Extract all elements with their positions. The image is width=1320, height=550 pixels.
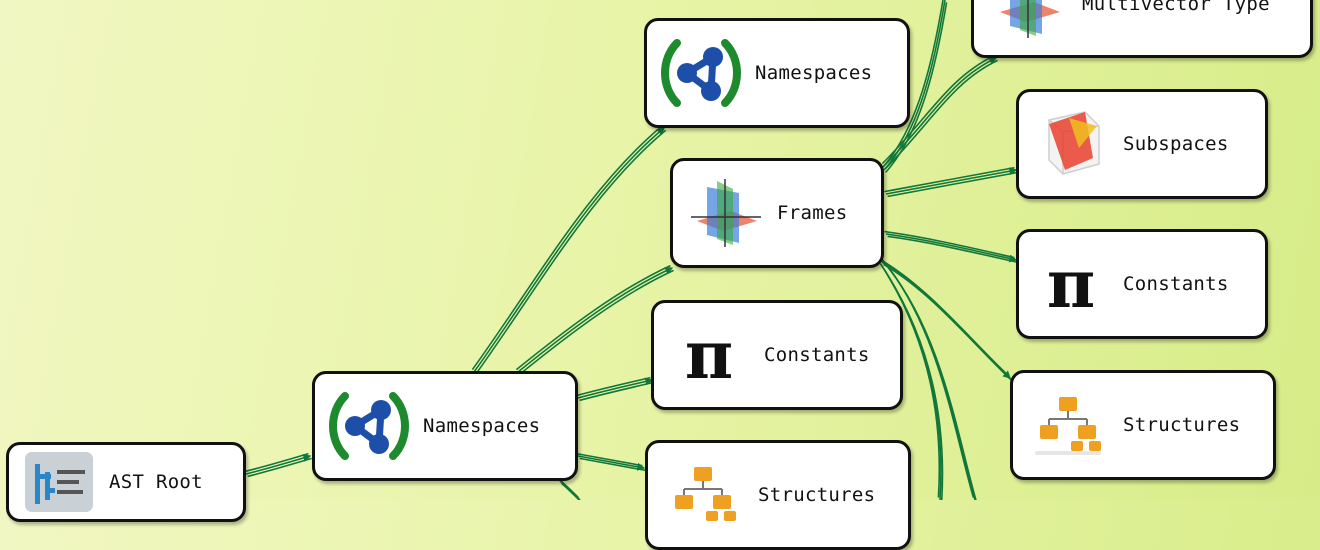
namespace-molecule-icon <box>315 388 423 464</box>
edge-namespaces-to-constants <box>576 376 651 397</box>
edge-frames-to-constants <box>885 233 1018 263</box>
node-namespaces-child[interactable]: Namespaces <box>644 18 910 128</box>
edge-frames-to-subspaces <box>884 166 1015 193</box>
frame-planes-icon <box>673 177 777 249</box>
edge-layer <box>244 0 1018 500</box>
subspace-cube-icon <box>1019 108 1123 180</box>
node-label: Structures <box>1123 414 1241 436</box>
edge-namespaces-to-frames <box>517 267 674 373</box>
node-ast-root[interactable]: AST Root <box>6 442 246 522</box>
node-label: AST Root <box>109 471 203 493</box>
node-subspaces[interactable]: Subspaces <box>1016 89 1268 199</box>
node-constants-right[interactable]: π Constants <box>1016 229 1268 339</box>
node-label: Namespaces <box>423 415 541 437</box>
node-constants-mid[interactable]: π Constants <box>651 300 903 410</box>
edge-frames-to-offscreen-a <box>882 267 944 500</box>
node-structures-right[interactable]: Structures <box>1010 370 1276 480</box>
structure-hierarchy-icon <box>1013 395 1123 455</box>
multivector-planes-icon <box>974 0 1082 40</box>
structure-hierarchy-icon <box>648 465 758 525</box>
node-label: Constants <box>1123 273 1229 295</box>
edge-namespaces-to-namespaces-child <box>471 124 663 371</box>
node-multivector-type[interactable]: Multivector Type <box>971 0 1313 58</box>
edge-frames-to-subspaces <box>887 171 1018 198</box>
pi-icon: π <box>684 316 734 394</box>
node-label: Subspaces <box>1123 133 1229 155</box>
edge-ast-to-namespaces <box>245 454 312 475</box>
edge-frames-to-offscreen-b <box>884 263 977 500</box>
edge-frames-to-constants <box>887 235 1018 264</box>
edge-ast-to-namespaces <box>247 457 312 478</box>
edge-namespaces-to-offscreen <box>561 482 581 500</box>
edge-frames-to-structures <box>883 263 1013 381</box>
namespace-molecule-icon <box>647 35 755 111</box>
edge-frames-to-multivector-b <box>885 59 998 169</box>
node-label: Namespaces <box>755 62 873 84</box>
node-label: Constants <box>764 344 870 366</box>
node-label: Structures <box>758 484 876 506</box>
edge-namespaces-to-frames <box>519 269 674 376</box>
edge-frames-to-constants <box>884 230 1015 259</box>
edge-namespaces-to-structures <box>579 457 646 472</box>
edge-namespaces-to-namespaces-child <box>474 129 667 375</box>
edge-namespaces-to-frames <box>515 264 671 371</box>
edge-namespaces-to-namespaces-child <box>473 127 666 373</box>
node-label: Multivector Type <box>1082 0 1270 15</box>
edge-namespaces-to-structures <box>577 455 646 471</box>
edge-frames-to-multivector-b <box>883 57 998 167</box>
edge-namespaces-to-structures <box>576 452 643 467</box>
node-namespaces-main[interactable]: Namespaces <box>312 371 578 481</box>
edge-frames-to-subspaces <box>885 167 1018 195</box>
edge-namespaces-to-constants <box>579 381 654 402</box>
edge-frames-to-multivector-b <box>881 54 995 165</box>
ast-tree-icon <box>9 452 109 512</box>
node-frames[interactable]: Frames <box>670 158 884 268</box>
node-label: Frames <box>777 202 848 224</box>
edge-namespaces-to-constants <box>577 377 654 399</box>
pi-icon: π <box>1046 245 1096 323</box>
node-structures-mid[interactable]: Structures <box>645 440 911 550</box>
